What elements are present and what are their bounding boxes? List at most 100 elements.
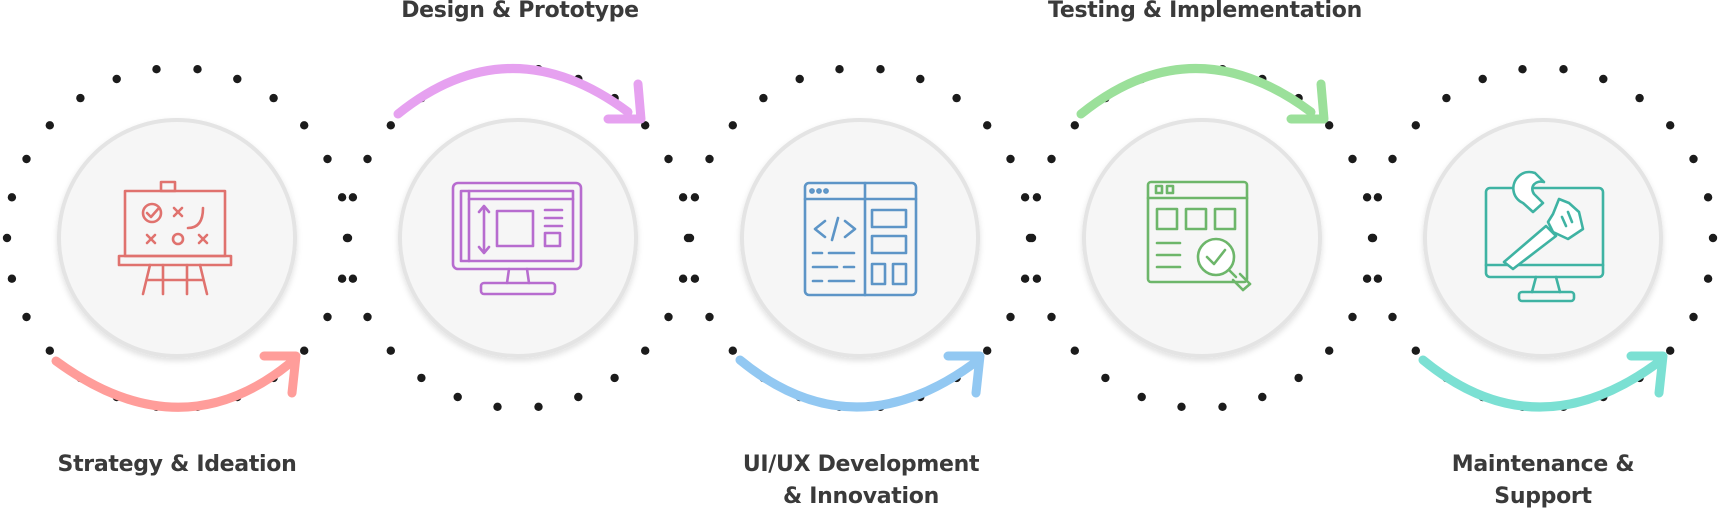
ring-dot (1666, 346, 1675, 355)
ring-dot (300, 346, 309, 355)
arc-arrow-3 (735, 351, 985, 412)
ring-dot (610, 373, 619, 383)
ring-dot (1070, 346, 1080, 355)
ring-dot (705, 312, 714, 322)
ring-dot (728, 121, 737, 130)
strategy-board-icon (117, 180, 233, 296)
ring-dot (1689, 154, 1698, 164)
ring-dot (1348, 312, 1357, 322)
ring-dot (1362, 274, 1372, 283)
ring-dot (1703, 274, 1713, 283)
maintenance-monitor-icon (1484, 170, 1605, 303)
ring-dot (1388, 312, 1397, 322)
ring-dot (112, 74, 121, 84)
arc-arrow-4 (1076, 64, 1329, 124)
ring-dot (795, 74, 804, 84)
ring-dot (386, 121, 395, 130)
ring-dot (1325, 346, 1334, 355)
ring-dot (1137, 392, 1146, 402)
ring-dot (363, 312, 372, 322)
ring-dot (1518, 65, 1527, 74)
ring-dot (664, 154, 673, 164)
ring-dot (152, 65, 161, 74)
ring-dot (678, 274, 688, 283)
arc-arrow-5 (1418, 351, 1668, 412)
ring-dot (233, 74, 242, 84)
ring-dot (983, 346, 992, 355)
step-label-2-line-1: Design & Prototype (401, 0, 639, 23)
ring-dot (534, 402, 543, 411)
ring-dot (1348, 154, 1357, 164)
step-label-1-line-1: Strategy & Ideation (57, 452, 297, 477)
ring-dot (493, 402, 502, 411)
ring-dot (363, 154, 372, 164)
ring-dot (76, 93, 85, 103)
connector-arcs (51, 64, 1668, 412)
ring-dot (269, 93, 278, 103)
step-label-5: Maintenance & Support (1413, 449, 1673, 513)
ring-dot (386, 346, 395, 355)
ring-dot (1027, 233, 1037, 243)
step-label-5-line-2: Support (1494, 484, 1592, 509)
ring-dot (1411, 346, 1421, 355)
step-label-1: Strategy & Ideation (52, 449, 302, 481)
ring-dot (641, 346, 650, 355)
ring-dot (1070, 121, 1080, 130)
step-circle-4 (1082, 118, 1322, 358)
ring-dot (343, 233, 353, 243)
step-circle-3 (740, 118, 980, 358)
ring-dot (22, 312, 31, 322)
ring-dot (45, 346, 54, 355)
ring-dot (1599, 74, 1608, 84)
ring-dot (1373, 193, 1383, 202)
ring-dot (1020, 274, 1030, 283)
ring-dot (348, 193, 358, 202)
ring-dot (1559, 65, 1568, 74)
ring-dot (641, 121, 650, 130)
arc-arrow-2 (393, 64, 646, 124)
ring-dot (685, 233, 695, 243)
ring-dot (1032, 274, 1042, 283)
ring-dot (916, 74, 925, 84)
ring-dot (1373, 274, 1383, 283)
ring-dot (1635, 93, 1644, 103)
ring-dot (1362, 193, 1372, 202)
ring-dot (1708, 233, 1718, 243)
ring-dot (1325, 121, 1334, 130)
step-label-2: Design & Prototype (380, 0, 660, 27)
ring-dot (728, 346, 737, 355)
step-circle-1 (57, 118, 297, 358)
ring-dot (45, 121, 54, 130)
step-label-5-line-1: Maintenance & (1451, 452, 1635, 477)
ring-dot (2, 233, 12, 243)
step-label-3-line-1: UI/UX Development (742, 452, 980, 477)
ring-dot (453, 392, 462, 402)
ring-dot (348, 274, 358, 283)
ring-dot (1478, 74, 1487, 84)
step-label-4-line-1: Testing & Implementation (1048, 0, 1362, 23)
ring-dot (1294, 373, 1303, 383)
ring-dot (690, 274, 700, 283)
ring-dot (300, 121, 309, 130)
step-label-3: UI/UX Development & Innovation (721, 449, 1001, 513)
ring-dot (7, 274, 17, 283)
ring-dot (1689, 312, 1698, 322)
ring-dot (22, 154, 31, 164)
ring-dot (1411, 121, 1421, 130)
step-label-4: Testing & Implementation (1040, 0, 1370, 27)
ring-dot (1703, 193, 1713, 202)
ring-dot (193, 65, 202, 74)
ring-dot (1442, 93, 1451, 103)
ring-dot (1006, 154, 1015, 164)
ring-dot (574, 392, 583, 402)
ring-dot (1177, 402, 1186, 411)
ring-dot (835, 65, 844, 74)
ring-dot (1258, 392, 1267, 402)
ring-dot (678, 193, 688, 202)
ring-dot (664, 312, 673, 322)
ring-dot (337, 193, 347, 202)
ring-dot (1032, 193, 1042, 202)
ring-dot (1006, 312, 1015, 322)
ring-dot (705, 154, 714, 164)
